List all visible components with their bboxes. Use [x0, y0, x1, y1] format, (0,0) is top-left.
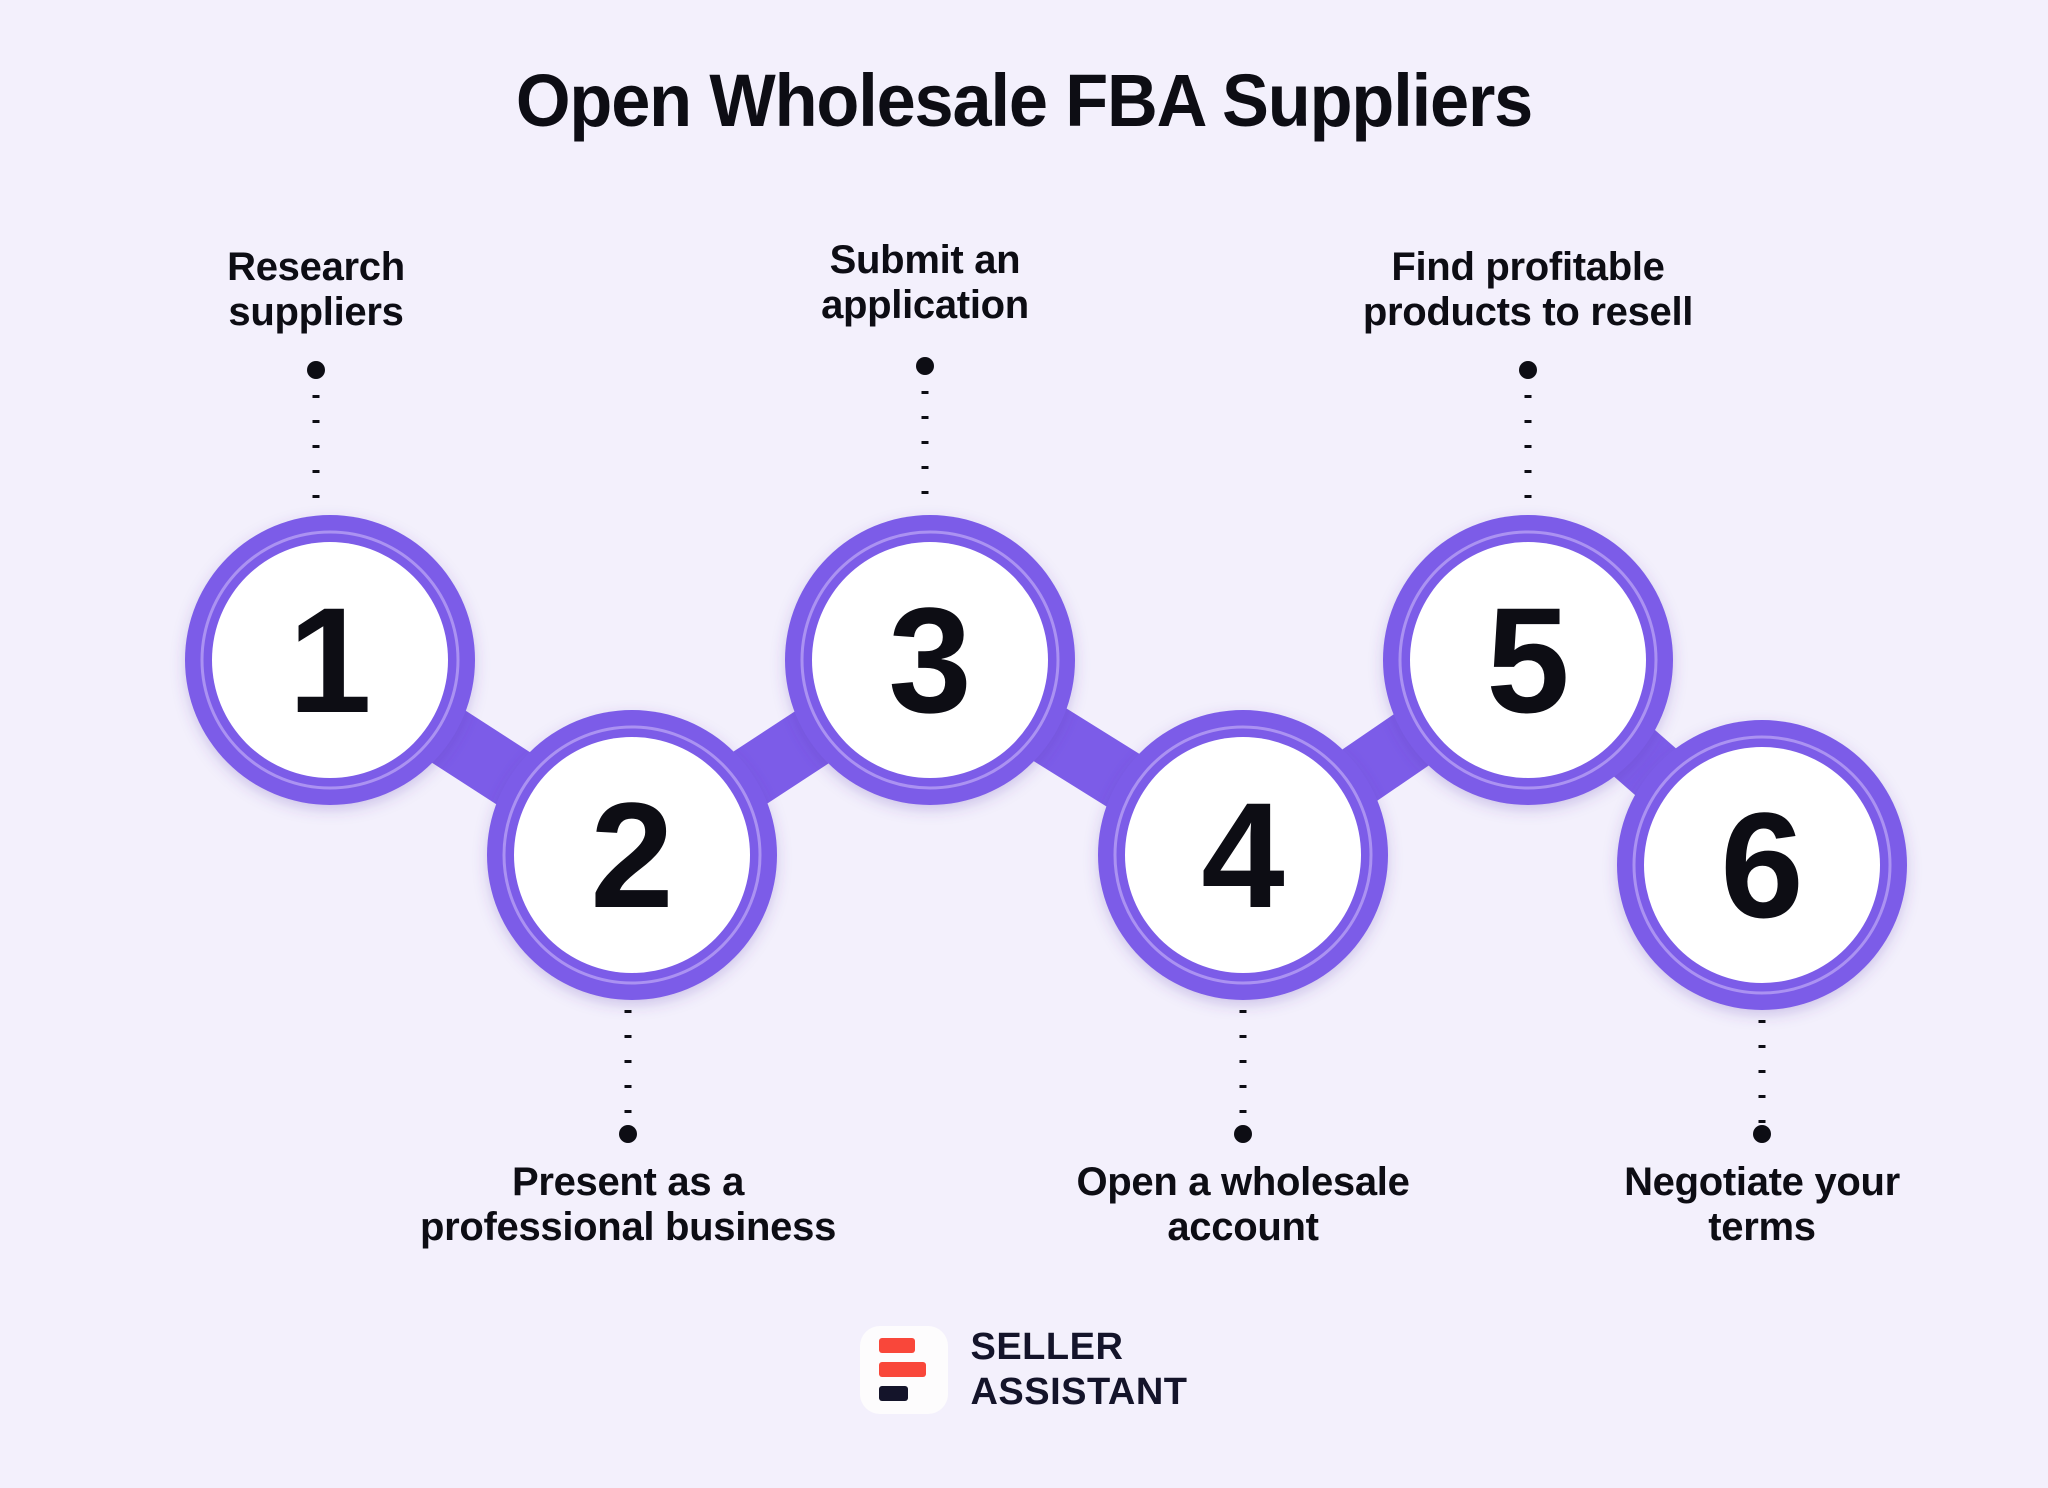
step-ring-hairline-3	[800, 530, 1060, 790]
step-node-6[interactable]: 6	[1617, 720, 1907, 1010]
leader-dot-3	[916, 357, 934, 375]
step-label-4: Open a wholesale account	[1076, 1160, 1410, 1249]
page-title: Open Wholesale FBA Suppliers	[515, 59, 1533, 142]
seller-assistant-mark-icon	[860, 1325, 949, 1414]
leader-dot-6	[1753, 1125, 1771, 1143]
step-number-4: 4	[1201, 771, 1284, 939]
leader-dots	[307, 357, 1771, 1143]
step-ring-hairline-2	[502, 725, 762, 985]
leader-dot-2	[619, 1125, 637, 1143]
brand-line-1: SELLER	[970, 1326, 1124, 1368]
step-disc-2	[514, 737, 750, 973]
step-ring-hairline-5	[1398, 530, 1658, 790]
step-ring-hairline-6	[1632, 735, 1892, 995]
step-number-3: 3	[888, 576, 971, 744]
step-disc-4	[1125, 737, 1361, 973]
step-node-4[interactable]: 4	[1098, 710, 1388, 1000]
brand-logo: SELLER ASSISTANT	[0, 1325, 2048, 1415]
leader-dot-5	[1519, 361, 1537, 379]
leader-dot-4	[1234, 1125, 1252, 1143]
step-ring-hairline-1	[200, 530, 460, 790]
logo-bar-1	[879, 1338, 916, 1354]
leader-dot-1	[307, 361, 325, 379]
step-number-1: 1	[288, 576, 371, 744]
step-label-6: Negotiate your terms	[1624, 1160, 1900, 1249]
brand-wordmark: SELLER ASSISTANT	[970, 1325, 1187, 1415]
step-node-1[interactable]: 1	[185, 515, 475, 805]
step-label-1: Research suppliers	[227, 245, 405, 334]
step-node-3[interactable]: 3	[785, 515, 1075, 805]
step-ring-hairline-4	[1113, 725, 1373, 985]
step-label-2: Present as a professional business	[419, 1160, 837, 1249]
step-disc-1	[212, 542, 448, 778]
step-number-6: 6	[1720, 781, 1803, 949]
step-number-5: 5	[1486, 576, 1569, 744]
logo-bar-2	[879, 1362, 927, 1378]
brand-line-2: ASSISTANT	[970, 1370, 1188, 1413]
leader-lines	[312, 366, 1766, 1130]
step-label-5: Find profitable products to resell	[1362, 245, 1694, 334]
step-disc-5	[1410, 542, 1646, 778]
step-disc-3	[812, 542, 1048, 778]
step-number-2: 2	[590, 771, 673, 939]
step-label-3: Submit an application	[821, 238, 1029, 327]
logo-bar-3	[879, 1386, 909, 1402]
step-node-5[interactable]: 5	[1383, 515, 1673, 805]
step-node-2[interactable]: 2	[487, 710, 777, 1000]
step-disc-6	[1644, 747, 1880, 983]
